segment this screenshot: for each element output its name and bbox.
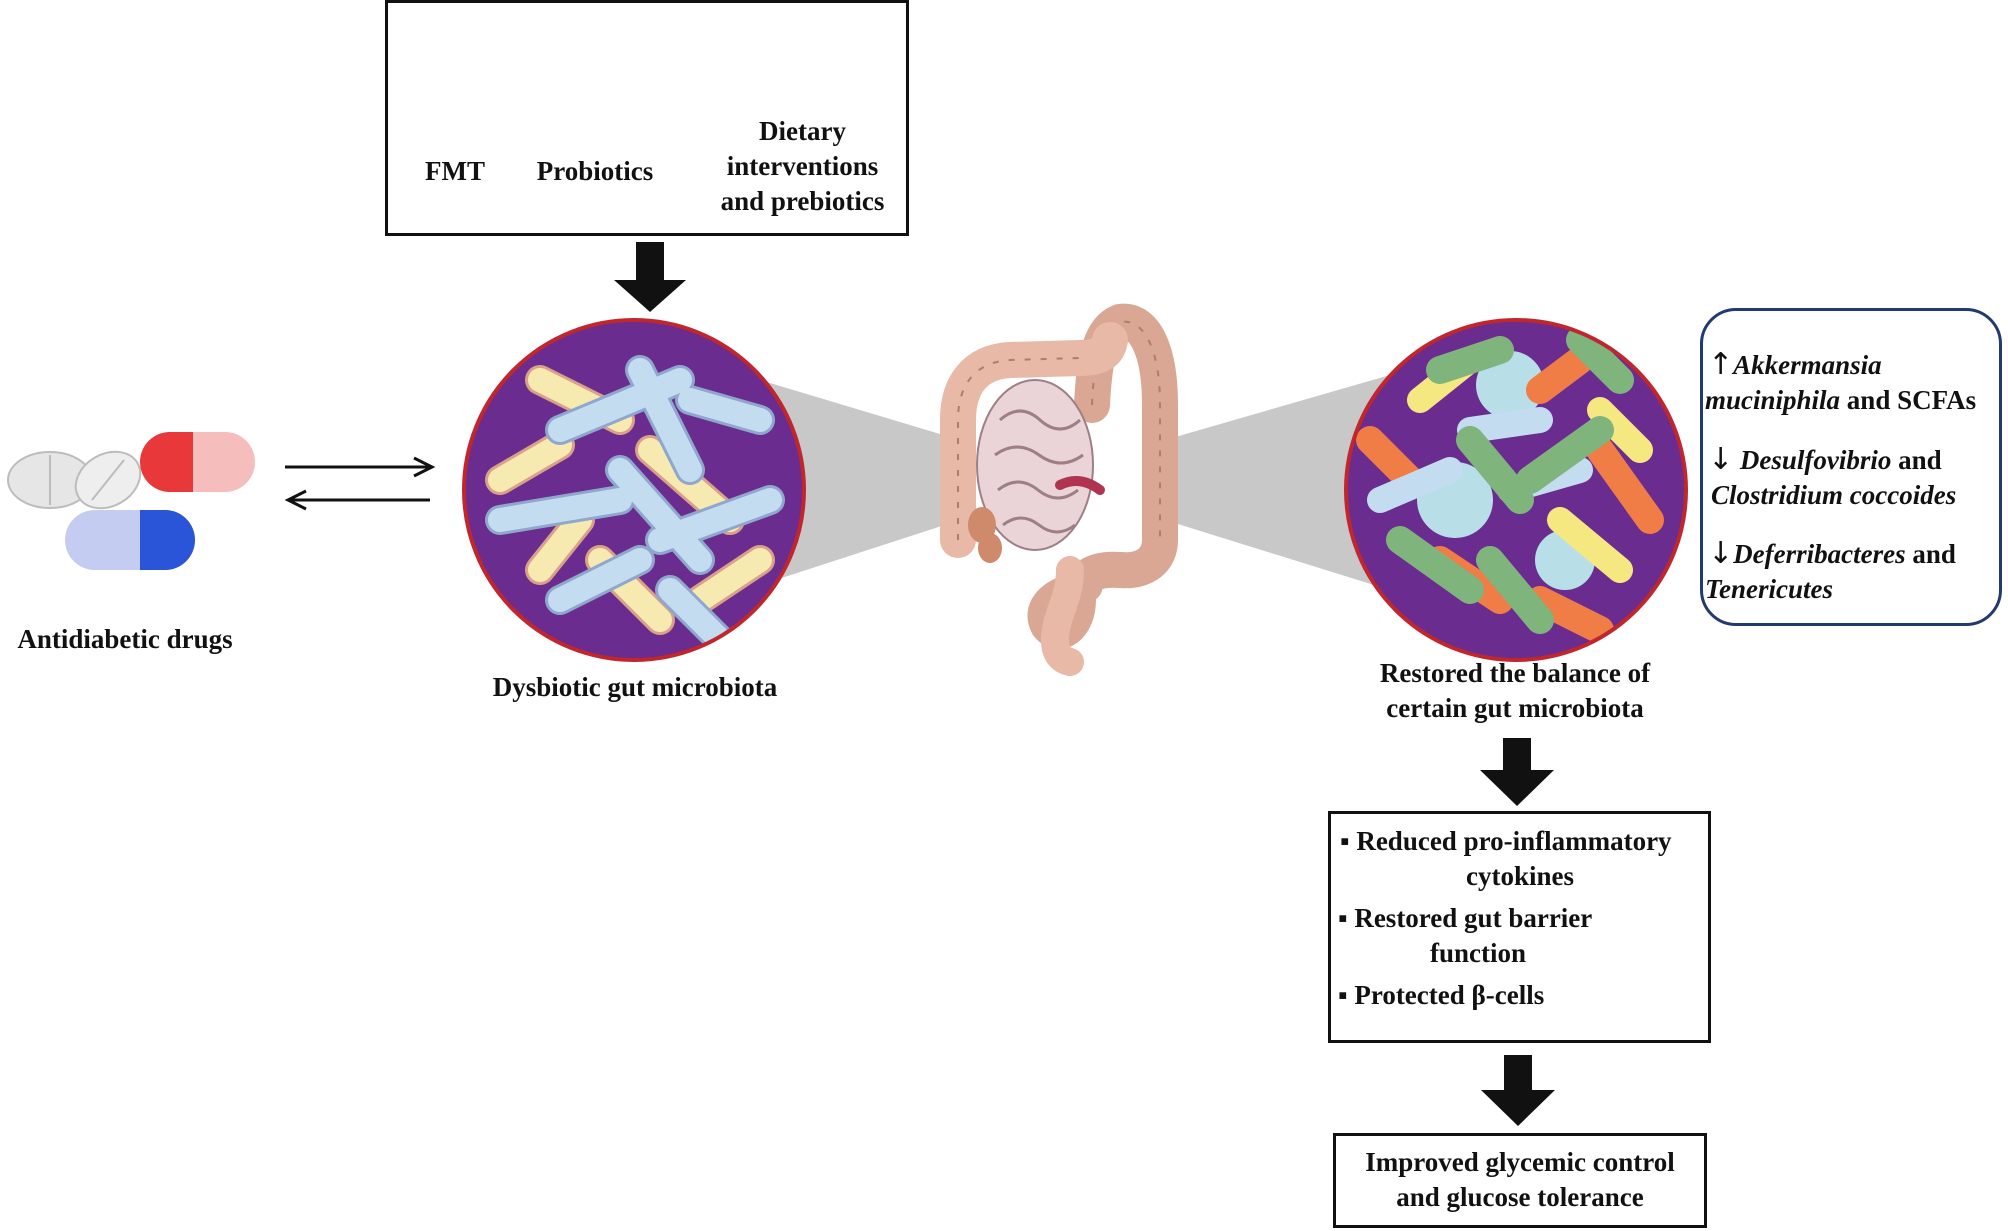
outcome-box <box>1333 1133 1707 1228</box>
deferribacteres-label: Deferribacteres <box>1733 539 1906 569</box>
interventions-box <box>385 0 909 236</box>
effect-3-line1: Protected β-cells <box>1354 980 1545 1010</box>
akkermansia-label: Akkermansia <box>1733 350 1882 380</box>
effect-item-3: ▪ Protected β-cells <box>1338 978 1544 1012</box>
zoom-cone-right <box>1165 375 1390 590</box>
effect-item-1-cont: cytokines <box>1466 861 1574 891</box>
zoom-cone-left <box>760 380 960 585</box>
effect-item-2-cont: function <box>1429 938 1527 968</box>
dietary-label-line3: and prebiotics <box>720 186 885 216</box>
change-line-2: muciniphila and SCFAs <box>1705 383 1976 417</box>
dietary-label-line1: Dietary <box>759 116 846 146</box>
tenericutes-label: Tenericutes <box>1705 574 1833 604</box>
change-line-4: Clostridium coccoides <box>1711 478 1956 512</box>
scfas-label: and SCFAs <box>1846 385 1977 415</box>
change-line-1: ↑Akkermansia <box>1708 348 1882 382</box>
restored-circle <box>1344 318 1688 662</box>
bullet-icon-2: ▪ <box>1338 903 1348 933</box>
down-arrows <box>614 242 1555 1126</box>
clostridium-label: Clostridium coccoides <box>1711 480 1957 510</box>
antidiabetic-drugs-label: Antidiabetic drugs <box>17 624 233 654</box>
dietary-label-line2: interventions <box>726 151 879 181</box>
effect-2-line1: Restored gut barrier <box>1354 903 1593 933</box>
effect-1-line1: Reduced pro-inflammatory <box>1356 826 1672 856</box>
outcome-line1: Improved glycemic control <box>1365 1147 1675 1177</box>
effects-box <box>1328 811 1711 1043</box>
effect-item-2: ▪ Restored gut barrier <box>1338 901 1592 935</box>
bullet-icon-1: ▪ <box>1340 826 1350 856</box>
intestine-illustration <box>940 303 1178 676</box>
down-arrow-icon-2: ↓ <box>1708 536 1734 571</box>
bullet-icon-3: ▪ <box>1338 980 1348 1010</box>
desulfovibrio-label: Desulfovibrio <box>1739 445 1892 475</box>
outcome-line2: and glucose tolerance <box>1396 1182 1644 1212</box>
muciniphila-label: muciniphila <box>1705 385 1841 415</box>
change-line-5: ↓Deferribacteres and <box>1708 537 1956 571</box>
effect-item-1: ▪ Reduced pro-inflammatory <box>1340 824 1672 858</box>
pills-illustration <box>7 432 255 570</box>
and-label-2: and <box>1912 539 1956 569</box>
restored-label-line2: certain gut microbiota <box>1386 693 1644 723</box>
bidirectional-arrows <box>284 456 436 511</box>
change-line-6: Tenericutes <box>1705 572 1833 606</box>
microbiota-changes-box <box>1700 308 2002 626</box>
fmt-label: FMT <box>425 156 485 186</box>
restored-label-line1: Restored the balance of <box>1379 658 1651 688</box>
dysbiotic-label: Dysbiotic gut microbiota <box>492 672 778 702</box>
change-line-3: ↓ Desulfovibrio and <box>1708 443 1942 477</box>
and-label-1: and <box>1898 445 1942 475</box>
down-arrow-icon: ↓ <box>1708 442 1734 477</box>
probiotics-label: Probiotics <box>536 156 654 186</box>
up-arrow-icon: ↑ <box>1708 347 1734 382</box>
dysbiotic-circle <box>462 318 806 662</box>
